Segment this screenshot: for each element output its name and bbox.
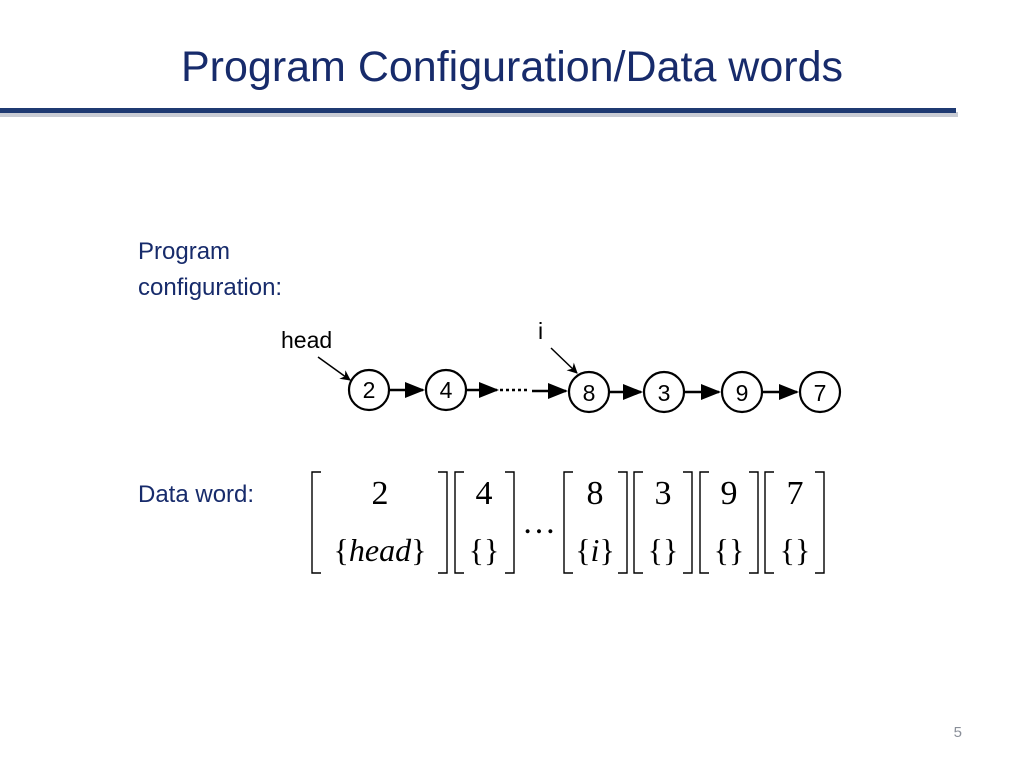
data-word-letter: 9 {} [699, 471, 759, 574]
program-configuration-label-line2: configuration: [138, 274, 283, 301]
pointer-i-arrow [550, 347, 578, 374]
left-bracket [311, 471, 321, 574]
data-word-pointer-set: {} [780, 532, 811, 568]
data-word-pointer-set: {} [714, 532, 745, 568]
data-word-letter: 2 {head} [311, 471, 448, 574]
slide-number: 5 [953, 724, 962, 741]
pointer-i-label: i [538, 318, 543, 344]
list-node-value: 2 [363, 377, 376, 403]
data-word-pointer-set: {} [469, 532, 500, 568]
left-bracket [699, 471, 709, 574]
right-bracket [683, 471, 693, 574]
left-bracket [563, 471, 573, 574]
linked-list: 2 4 8 3 9 7 [347, 368, 842, 414]
list-node: 9 [720, 370, 764, 414]
title-rule [0, 108, 956, 113]
title-rule-shadow [0, 112, 958, 117]
right-bracket [815, 471, 825, 574]
pointer-head-arrow [317, 356, 351, 381]
data-word-label: Data word: [138, 481, 255, 508]
data-word: 2 {head} 4 {} … 8 {i} 3 {} [311, 471, 825, 574]
data-word-letter: 8 {i} [563, 471, 628, 574]
pointer-head: head [281, 327, 351, 381]
data-word-value: 4 [476, 475, 493, 512]
list-node-value: 7 [814, 380, 827, 406]
list-node: 8 [567, 370, 611, 414]
list-node-value: 9 [736, 380, 749, 406]
data-word-value: 7 [787, 475, 804, 512]
left-bracket [454, 471, 464, 574]
data-word-value: 2 [372, 475, 389, 512]
slide-title: Program Configuration/Data words [180, 43, 844, 91]
data-word-pointer-set: {head} [334, 532, 427, 568]
data-word-ellipsis: … [522, 504, 556, 541]
list-node: 4 [424, 368, 468, 412]
data-word-value: 3 [655, 475, 672, 512]
list-node: 7 [798, 370, 842, 414]
right-bracket [618, 471, 628, 574]
data-word-letter: 3 {} [633, 471, 693, 574]
data-word-value: 8 [587, 475, 604, 512]
right-bracket [749, 471, 759, 574]
program-configuration-label-line1: Program [138, 238, 231, 265]
program-configuration-label: Program configuration: [138, 234, 282, 306]
pointer-head-label: head [281, 327, 332, 353]
left-bracket [764, 471, 774, 574]
data-word-letter: 7 {} [764, 471, 825, 574]
data-word-pointer-set: {i} [575, 532, 615, 568]
right-bracket [438, 471, 448, 574]
list-node-value: 3 [658, 380, 671, 406]
list-node-value: 8 [583, 380, 596, 406]
data-word-value: 9 [721, 475, 738, 512]
list-node: 2 [347, 368, 391, 412]
data-word-letter: 4 {} [454, 471, 515, 574]
data-word-pointer-set: {} [648, 532, 679, 568]
right-bracket [505, 471, 515, 574]
pointer-i: i [538, 318, 578, 374]
list-node-value: 4 [440, 377, 453, 403]
list-node: 3 [642, 370, 686, 414]
left-bracket [633, 471, 643, 574]
